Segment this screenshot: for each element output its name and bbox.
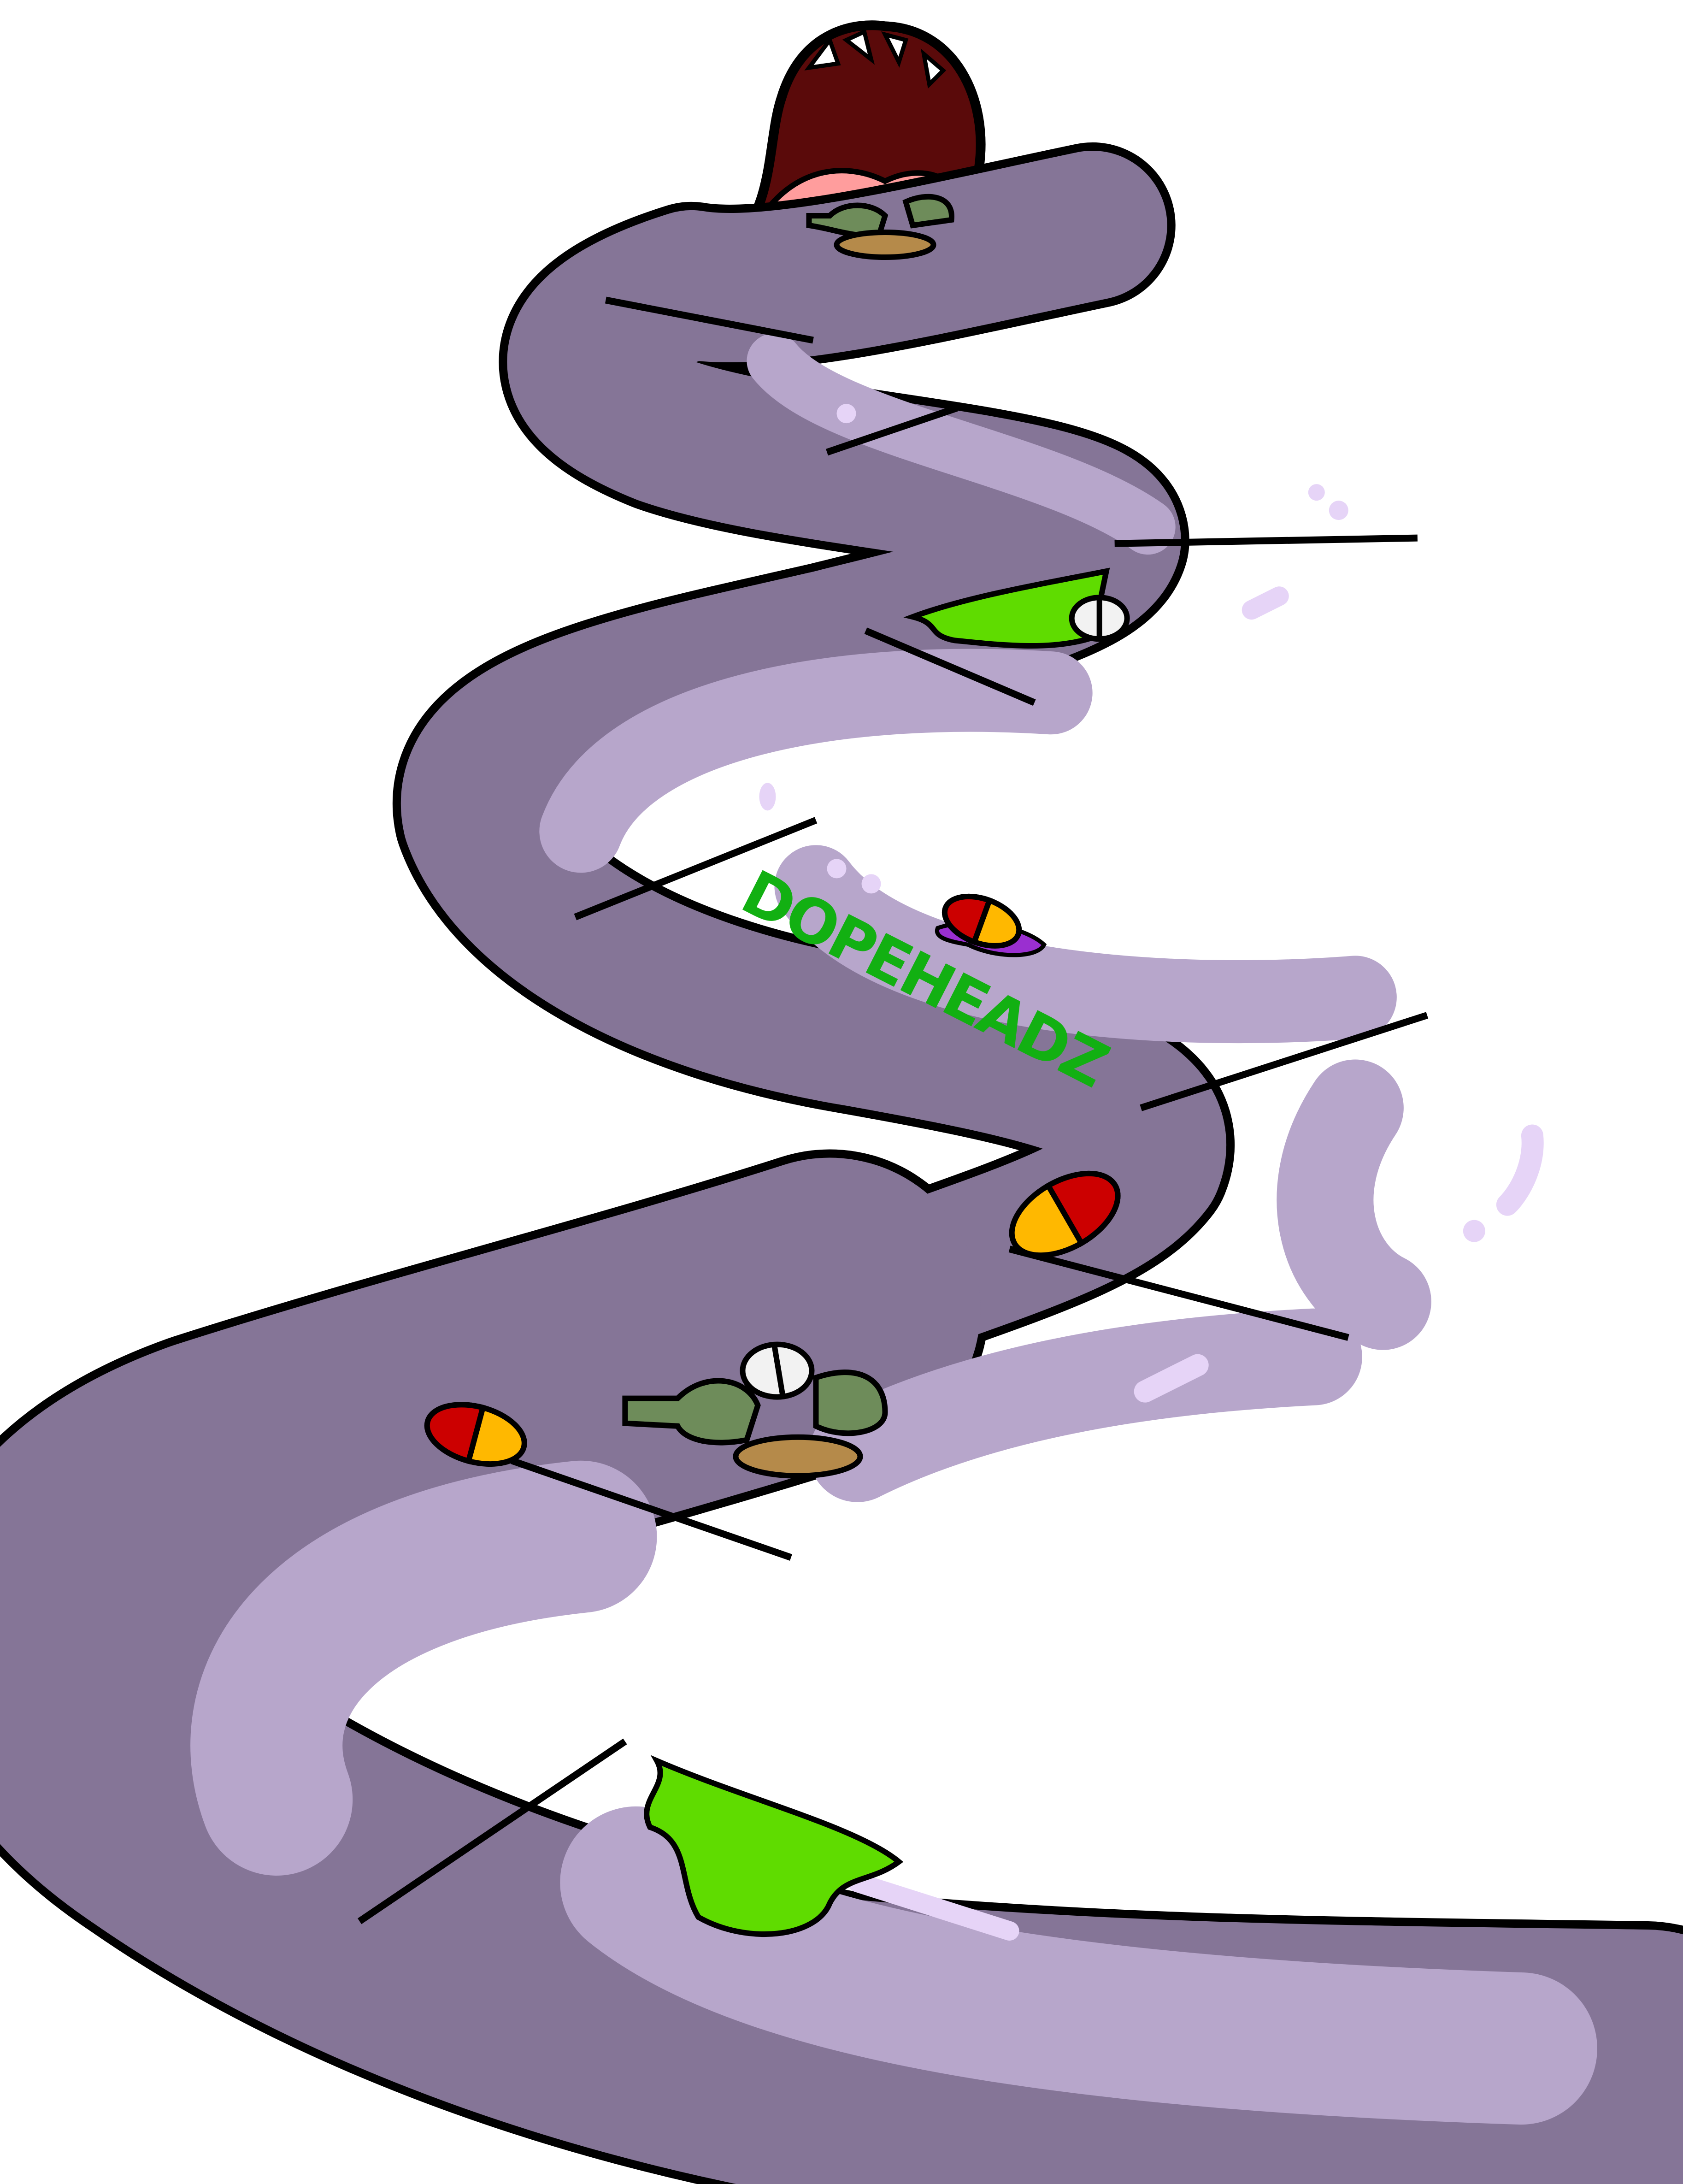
highlights [759, 404, 1544, 1941]
pill [942, 893, 1022, 949]
pill [424, 1402, 527, 1467]
capsule-pills [424, 893, 1121, 1467]
winding-road [0, 142, 1683, 2184]
broken-bottles [622, 194, 954, 1479]
green-slime [644, 567, 1110, 1937]
tile-dividers [358, 296, 1429, 1924]
white-tablets [740, 595, 1130, 1400]
pill [1009, 1170, 1121, 1258]
